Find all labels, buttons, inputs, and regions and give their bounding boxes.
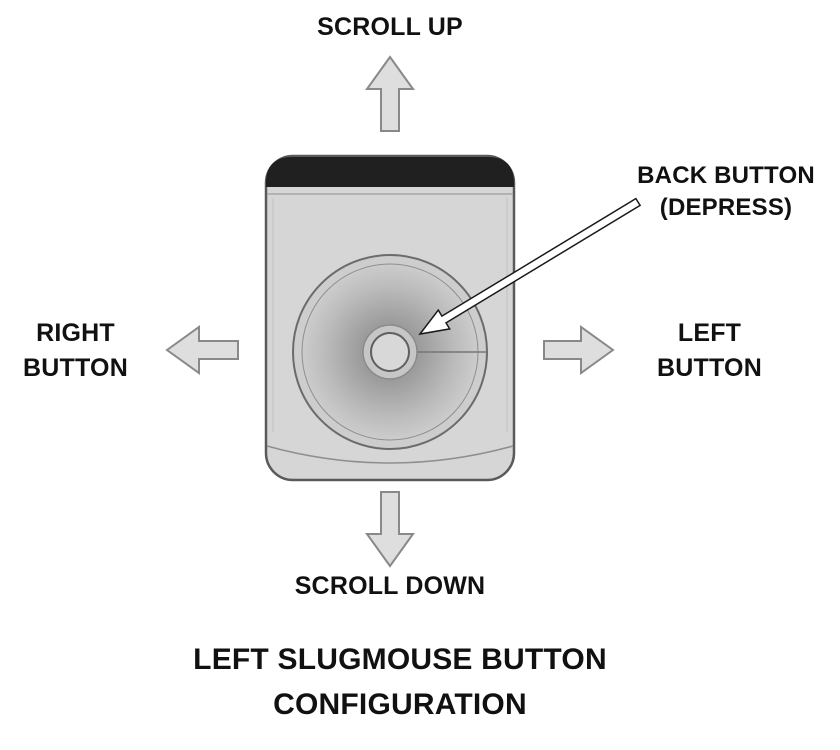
left-button-label-line2: BUTTON: [657, 354, 762, 382]
scroll-up-arrow-icon: [365, 55, 415, 132]
left-button-arrow-icon: [543, 325, 615, 375]
left-button-label: LEFT BUTTON: [642, 316, 777, 386]
diagram-title-line2: CONFIGURATION: [273, 688, 527, 721]
diagram-title-line1: LEFT SLUGMOUSE BUTTON: [193, 643, 607, 676]
back-button-label: BACK BUTTON (DEPRESS): [612, 160, 840, 225]
scroll-down-arrow-icon: [365, 491, 415, 568]
scroll-up-label: SCROLL UP: [317, 13, 463, 41]
scroll-down-label: SCROLL DOWN: [294, 572, 486, 600]
back-button-label-line1: BACK BUTTON: [637, 162, 815, 189]
bottom-seam-line: [266, 445, 514, 464]
back-button-dot: [370, 332, 410, 372]
diagram-title: LEFT SLUGMOUSE BUTTON CONFIGURATION: [100, 637, 700, 727]
right-button-label-line2: BUTTON: [23, 354, 128, 382]
right-button-label: RIGHT BUTTON: [8, 316, 143, 386]
back-button-callout-arrow-icon: [418, 197, 642, 336]
right-button-arrow-icon: [165, 325, 239, 375]
right-button-label-line1: RIGHT: [36, 319, 115, 347]
back-button-label-line2: (DEPRESS): [659, 194, 793, 222]
mouse-top-band: [266, 157, 514, 187]
left-button-label-line1: LEFT: [677, 319, 742, 347]
